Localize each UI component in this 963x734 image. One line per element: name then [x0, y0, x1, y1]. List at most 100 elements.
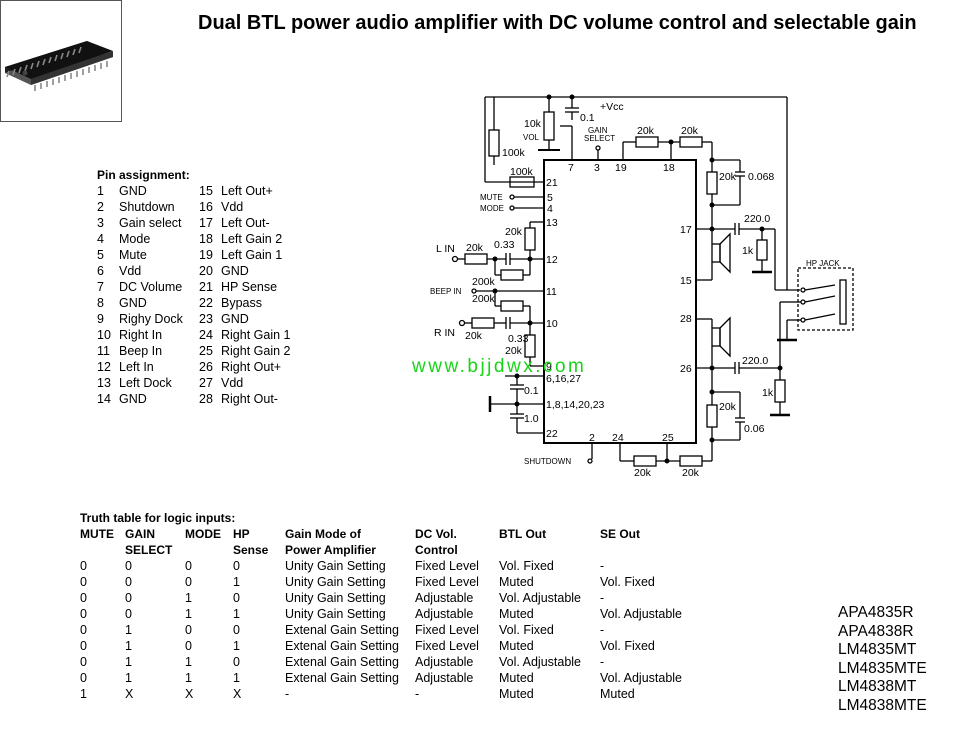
pin-name: Beep In	[119, 344, 163, 358]
shutdown-label: SHUTDOWN	[524, 457, 571, 466]
r-100k-top-label: 100k	[502, 147, 526, 159]
truth-table-cell: 1	[185, 655, 192, 669]
pin-number: 27	[199, 376, 213, 390]
r-20k-top1-label: 20k	[637, 125, 655, 137]
pin-name: Vdd	[119, 264, 142, 278]
pin-number: 24	[199, 328, 213, 342]
c-033-r-label: 0.33	[508, 333, 529, 345]
pin-name: Righy Dock	[119, 312, 183, 326]
pin-name: GND	[221, 264, 249, 278]
c-01-top-label: 0.1	[580, 112, 595, 124]
truth-table-cell: 0	[185, 559, 192, 573]
part-number: APA4838R	[838, 622, 914, 640]
pin-row: 6 Vdd	[97, 263, 141, 279]
truth-table-cell: Vol. Adjustable	[499, 655, 582, 669]
pin-number: 26	[199, 360, 213, 374]
truth-table-header: HP	[233, 527, 250, 541]
truth-table-cell: Fixed Level	[415, 623, 479, 637]
pin-name: Right In	[119, 328, 163, 342]
mute-label: MUTE	[480, 193, 503, 202]
mode-label: MODE	[480, 204, 504, 213]
truth-table-cell: 0	[233, 623, 240, 637]
pin-name: Vdd	[221, 200, 244, 214]
truth-table-cell: 1	[125, 655, 132, 669]
truth-table-cell: X	[233, 687, 242, 701]
pin-7-label: 7	[568, 162, 574, 174]
part-number: LM4838MTE	[838, 696, 927, 714]
truth-table-cell: -	[600, 655, 605, 669]
truth-table-cell: Vol. Fixed	[600, 575, 655, 589]
pin-name: GND	[119, 296, 147, 310]
gain-select-label-1: GAIN	[588, 126, 608, 135]
truth-table-cell: 0	[125, 575, 132, 589]
r-20k-fbr-label: 20k	[719, 401, 737, 413]
truth-table-cell: -	[600, 559, 605, 573]
pin-26-label: 26	[680, 363, 692, 375]
truth-table-cell: 1	[233, 575, 240, 589]
pin-number: 3	[97, 216, 104, 230]
truth-table-cell: 0	[185, 639, 192, 653]
pin-name: Left Gain 1	[221, 248, 283, 262]
chip-package-image	[0, 0, 122, 122]
truth-table-cell: Muted	[499, 575, 534, 589]
truth-table-cell: Vol. Fixed	[600, 639, 655, 653]
pin-name: Left In	[119, 360, 154, 374]
truth-table-cell: 1	[185, 591, 192, 605]
pin-number: 25	[199, 344, 213, 358]
vol-label: VOL	[523, 133, 540, 142]
pin-row: 1 GND	[97, 183, 147, 199]
pin-24-label: 24	[612, 432, 624, 444]
truth-table-cell: Fixed Level	[415, 559, 479, 573]
pin-name: Left Out+	[221, 184, 273, 198]
truth-table-cell: Adjustable	[415, 655, 474, 669]
truth-table-cell: -	[600, 591, 605, 605]
truth-table-header: Control	[415, 543, 458, 557]
truth-table-cell: 0	[80, 671, 87, 685]
truth-table-header: Power Amplifier	[285, 543, 376, 557]
truth-table-cell: 1	[125, 623, 132, 637]
pin-name: GND	[221, 312, 249, 326]
truth-table-cell: -	[415, 687, 420, 701]
pin-number: 6	[97, 264, 104, 278]
truth-table-cell: 1	[125, 671, 132, 685]
c-01-vdd-label: 0.1	[524, 385, 539, 397]
pin-22-label: 22	[546, 428, 558, 440]
truth-table-header: GAIN	[125, 527, 155, 541]
r-200k-beep-label: 200k	[472, 293, 496, 305]
pin-18-label: 18	[663, 162, 675, 174]
truth-table-cell: 0	[80, 639, 87, 653]
truth-table-cell: 0	[185, 623, 192, 637]
truth-table-cell: 0	[125, 591, 132, 605]
pin-number: 12	[97, 360, 111, 374]
pin-name: Shutdown	[119, 200, 175, 214]
pin-name: GND	[119, 184, 147, 198]
c-0068-label: 0.068	[748, 171, 774, 183]
gain-select-label-2: SELECT	[584, 134, 615, 143]
c-033-l-label: 0.33	[494, 239, 515, 251]
r-20k-top2-label: 20k	[681, 125, 699, 137]
r-20k-fbl-label: 20k	[719, 171, 737, 183]
r-in-label: R IN	[434, 327, 455, 339]
pin-name: HP Sense	[221, 280, 278, 294]
truth-table-cell: Vol. Adjustable	[600, 671, 683, 685]
part-number: LM4835MTE	[838, 659, 927, 677]
truth-table-cell: Muted	[499, 607, 534, 621]
pin-number: 7	[97, 280, 104, 294]
pin-number: 4	[97, 232, 104, 246]
truth-table-cell: Unity Gain Setting	[285, 575, 386, 589]
pin-number: 16	[199, 200, 213, 214]
pin-number: 1	[97, 184, 104, 198]
pin-number: 9	[97, 312, 104, 326]
r-20k-rin-label: 20k	[465, 330, 483, 342]
truth-table-header: MODE	[185, 527, 221, 541]
pin-number: 11	[97, 344, 110, 358]
